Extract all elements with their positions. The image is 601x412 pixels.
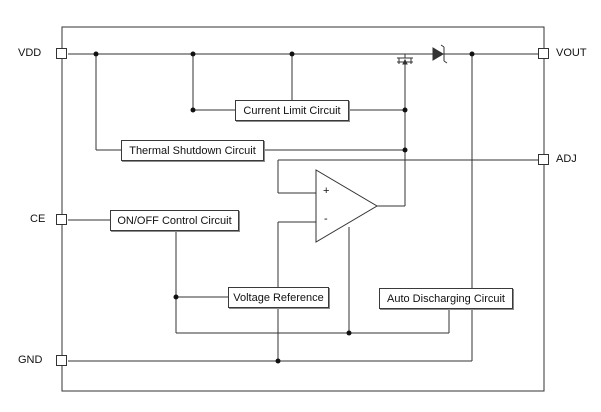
thermal-shutdown-block: Thermal Shutdown Circuit xyxy=(121,140,264,161)
diode-icon xyxy=(432,47,444,61)
voltage-reference-block: Voltage Reference xyxy=(228,287,329,308)
pin-label-adj: ADJ xyxy=(556,153,577,165)
pin-label-vout: VOUT xyxy=(556,47,587,59)
pin-label-gnd: GND xyxy=(18,354,43,366)
pin-vout xyxy=(538,48,549,59)
pin-label-ce: CE xyxy=(30,213,46,225)
onoff-control-block: ON/OFF Control Circuit xyxy=(110,210,239,231)
pin-adj xyxy=(538,154,549,165)
mosfet-icon xyxy=(397,54,413,65)
pin-ce xyxy=(56,214,67,225)
amp-plus-sign: + xyxy=(323,185,330,197)
amp-minus-sign: - xyxy=(324,213,328,225)
pin-gnd xyxy=(56,355,67,366)
pin-label-vdd: VDD xyxy=(18,47,42,59)
current-limit-block: Current Limit Circuit xyxy=(235,100,349,121)
junction-dots xyxy=(93,51,475,364)
error-amplifier xyxy=(315,169,378,243)
chip-outline xyxy=(61,26,545,392)
pin-vdd xyxy=(56,48,67,59)
auto-discharging-block: Auto Discharging Circuit xyxy=(379,288,513,309)
